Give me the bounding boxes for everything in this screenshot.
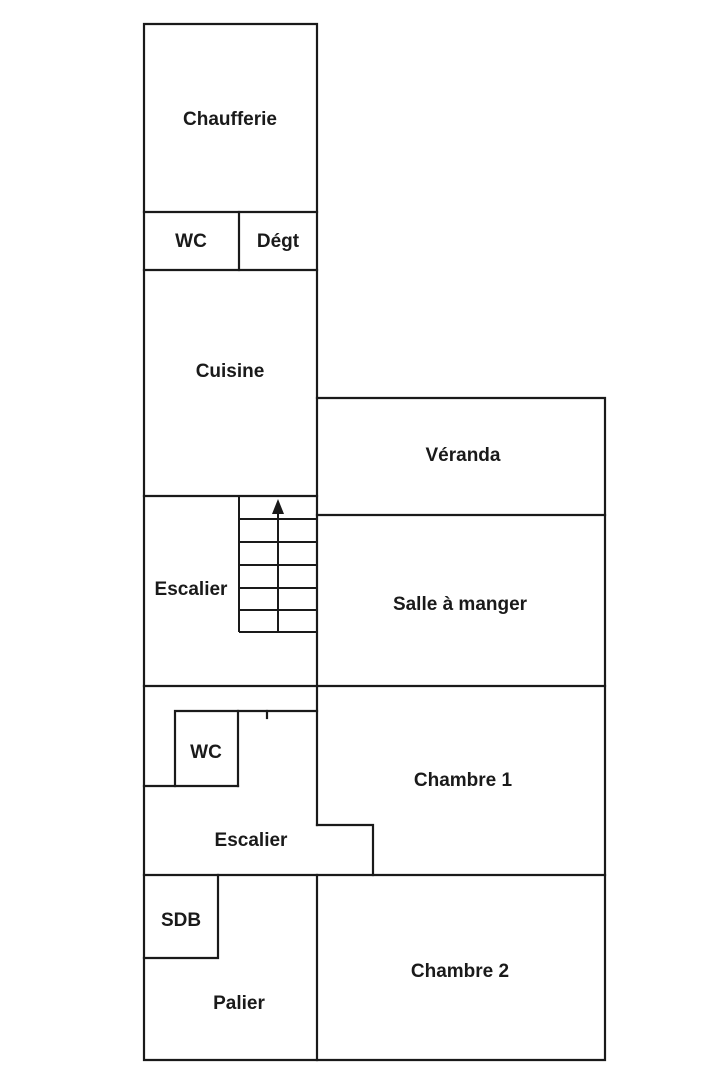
stair-arrow-icon xyxy=(272,499,284,514)
label-sdb: SDB xyxy=(161,910,201,931)
wall-escalier-2-notch xyxy=(315,823,375,877)
staircase xyxy=(238,496,317,633)
label-escalier-1: Escalier xyxy=(155,579,228,600)
label-palier: Palier xyxy=(213,993,265,1014)
label-salle-a-manger: Salle à manger xyxy=(393,594,528,615)
outer-wall-outline xyxy=(142,22,607,1062)
wall-wc-middle xyxy=(173,709,240,788)
outer-walls xyxy=(142,22,607,1062)
label-wc-middle: WC xyxy=(190,742,222,763)
label-chambre-2: Chambre 2 xyxy=(411,961,509,982)
label-chambre-1: Chambre 1 xyxy=(414,770,513,791)
label-chaufferie: Chaufferie xyxy=(183,109,277,130)
wall-sdb xyxy=(142,873,220,960)
label-wc-top: WC xyxy=(175,231,207,252)
room-labels: Chaufferie WC Dégt Cuisine Véranda Escal… xyxy=(155,109,528,1014)
label-degt: Dégt xyxy=(257,231,300,252)
label-escalier-2: Escalier xyxy=(215,830,288,851)
interior-walls xyxy=(142,210,607,1062)
label-veranda: Véranda xyxy=(426,445,501,466)
label-cuisine: Cuisine xyxy=(196,361,265,382)
